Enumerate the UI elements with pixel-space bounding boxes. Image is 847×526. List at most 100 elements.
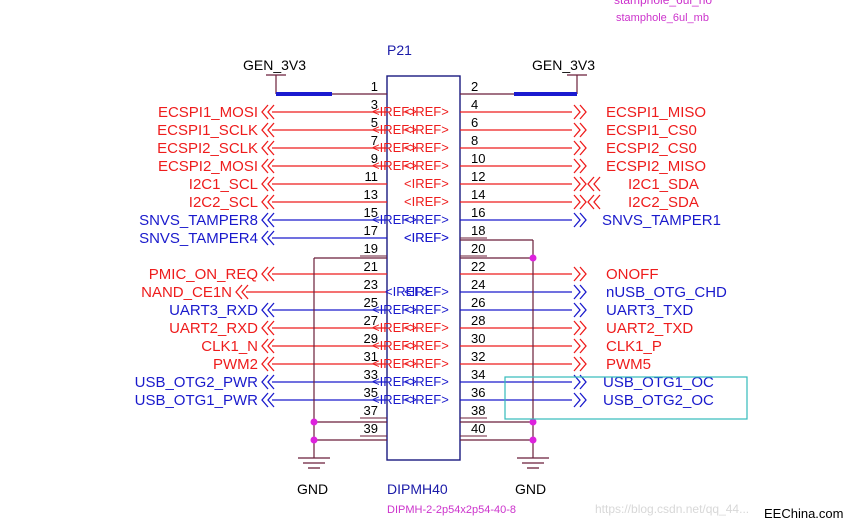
iref-marker: <IREF>: [372, 140, 417, 155]
port-chevron: [261, 302, 269, 318]
net-label: ECSPI2_MISO: [606, 158, 706, 175]
port-chevron: [573, 284, 581, 300]
port-chevron: [261, 266, 269, 282]
port-chevron: [261, 122, 269, 138]
pin-number: 17: [364, 223, 378, 238]
net-label: ECSPI2_CS0: [606, 140, 697, 157]
port-chevron: [267, 392, 275, 408]
net-label: PMIC_ON_REQ: [149, 266, 258, 283]
iref-marker: <IREF>: [404, 104, 449, 119]
pin-number: 31: [364, 349, 378, 364]
gnd-net-left: [313, 257, 387, 458]
iref-marker: <IREF>: [372, 374, 417, 389]
power-right-symbol: [567, 74, 587, 94]
port-chevron: [573, 320, 581, 336]
gnd-symbol-right: [517, 457, 549, 469]
net-label: ECSPI1_CS0: [606, 122, 697, 139]
junction-dot: [529, 418, 537, 426]
iref-marker: <IREF>: [404, 320, 449, 335]
pin-number: 21: [364, 259, 378, 274]
iref-marker: <IREF>: [404, 122, 449, 137]
net-label: UART2_TXD: [606, 320, 693, 337]
gnd-left-label: GND: [297, 481, 328, 497]
net-label: USB_OTG1_OC: [603, 374, 714, 391]
port-chevron: [267, 320, 275, 336]
port-chevron: [261, 140, 269, 156]
connector-body: [386, 75, 461, 461]
iref-marker: <IREF>: [372, 302, 417, 317]
iref-marker: <IREF>: [404, 140, 449, 155]
iref-marker: <IREF>: [372, 212, 417, 227]
iref-marker: <IREF>: [372, 320, 417, 335]
iref-marker: <IREF>: [404, 230, 449, 245]
net-label: ECSPI2_MOSI: [158, 158, 258, 175]
net-label: CLK1_P: [606, 338, 662, 355]
net-label: USB_OTG2_OC: [603, 392, 714, 409]
pin-number: 33: [364, 367, 378, 382]
pin-number: 3: [371, 97, 378, 112]
iref-marker: <IREF>: [404, 356, 449, 371]
pin-number: 7: [371, 133, 378, 148]
port-chevron: [579, 158, 587, 174]
net-label: SNVS_TAMPER8: [139, 212, 258, 229]
net-label: nUSB_OTG_CHD: [606, 284, 727, 301]
port-chevron: [573, 122, 581, 138]
net-label: UART3_TXD: [606, 302, 693, 319]
port-chevron: [573, 212, 581, 228]
port-chevron: [573, 140, 581, 156]
pin-number: 15: [364, 205, 378, 220]
port-chevron: [261, 392, 269, 408]
port-chevron: [261, 176, 269, 192]
pin-number: 5: [371, 115, 378, 130]
port-chevron: [579, 392, 587, 408]
pin-number: 25: [364, 295, 378, 310]
iref-markers: <IREF><IREF><IREF><IREF><IREF><IREF><IRE…: [372, 104, 449, 407]
iref-marker: <IREF>: [372, 356, 417, 371]
net-label: NAND_CE1N: [141, 284, 232, 301]
port-chevron: [267, 356, 275, 372]
iref-marker: <IREF>: [372, 122, 417, 137]
net-label: USB_OTG1_PWR: [135, 392, 259, 409]
pin-number: 9: [371, 151, 378, 166]
pin-number: 37: [364, 403, 378, 418]
iref-marker: <IREF>: [404, 176, 449, 191]
gnd-symbol-left: [298, 457, 330, 469]
watermark-brand: EEChina.com: [764, 506, 843, 521]
pin-number: 16: [471, 205, 485, 220]
port-chevron: [573, 194, 581, 210]
component-footprint: DIPMH-2-2p54x2p54-40-8: [387, 504, 516, 516]
port-chevron: [579, 356, 587, 372]
pin-number: 28: [471, 313, 485, 328]
pin-number: 13: [364, 187, 378, 202]
net-label: UART2_RXD: [169, 320, 258, 337]
port-chevron: [573, 392, 581, 408]
nets-left: ECSPI1_MOSIECSPI1_SCLKECSPI2_SCLKECSPI2_…: [135, 104, 387, 409]
pin-number: 6: [471, 115, 478, 130]
iref-marker: <IREF>: [404, 212, 449, 227]
port-chevron: [593, 176, 601, 192]
pin-number: 12: [471, 169, 485, 184]
net-label: I2C1_SCL: [189, 176, 258, 193]
port-chevron: [579, 338, 587, 354]
port-chevron: [261, 104, 269, 120]
net-label: SNVS_TAMPER1: [602, 212, 721, 229]
net-label: ECSPI1_MISO: [606, 104, 706, 121]
port-chevron: [579, 194, 587, 210]
net-label: I2C2_SCL: [189, 194, 258, 211]
pin-number: 27: [364, 313, 378, 328]
net-label: USB_OTG2_PWR: [135, 374, 259, 391]
pin-number: 40: [471, 421, 485, 436]
net-label: ECSPI1_MOSI: [158, 104, 258, 121]
port-chevron: [261, 230, 269, 246]
pin-number: 20: [471, 241, 485, 256]
iref-marker: <IREF>: [372, 158, 417, 173]
component-value: DIPMH40: [387, 481, 448, 497]
port-chevron: [267, 176, 275, 192]
port-chevron: [261, 194, 269, 210]
power-left-symbol: [266, 74, 286, 94]
pin-number: 35: [364, 385, 378, 400]
pin-number: 30: [471, 331, 485, 346]
net-label: ECSPI2_SCLK: [157, 140, 258, 157]
port-chevron: [579, 212, 587, 228]
